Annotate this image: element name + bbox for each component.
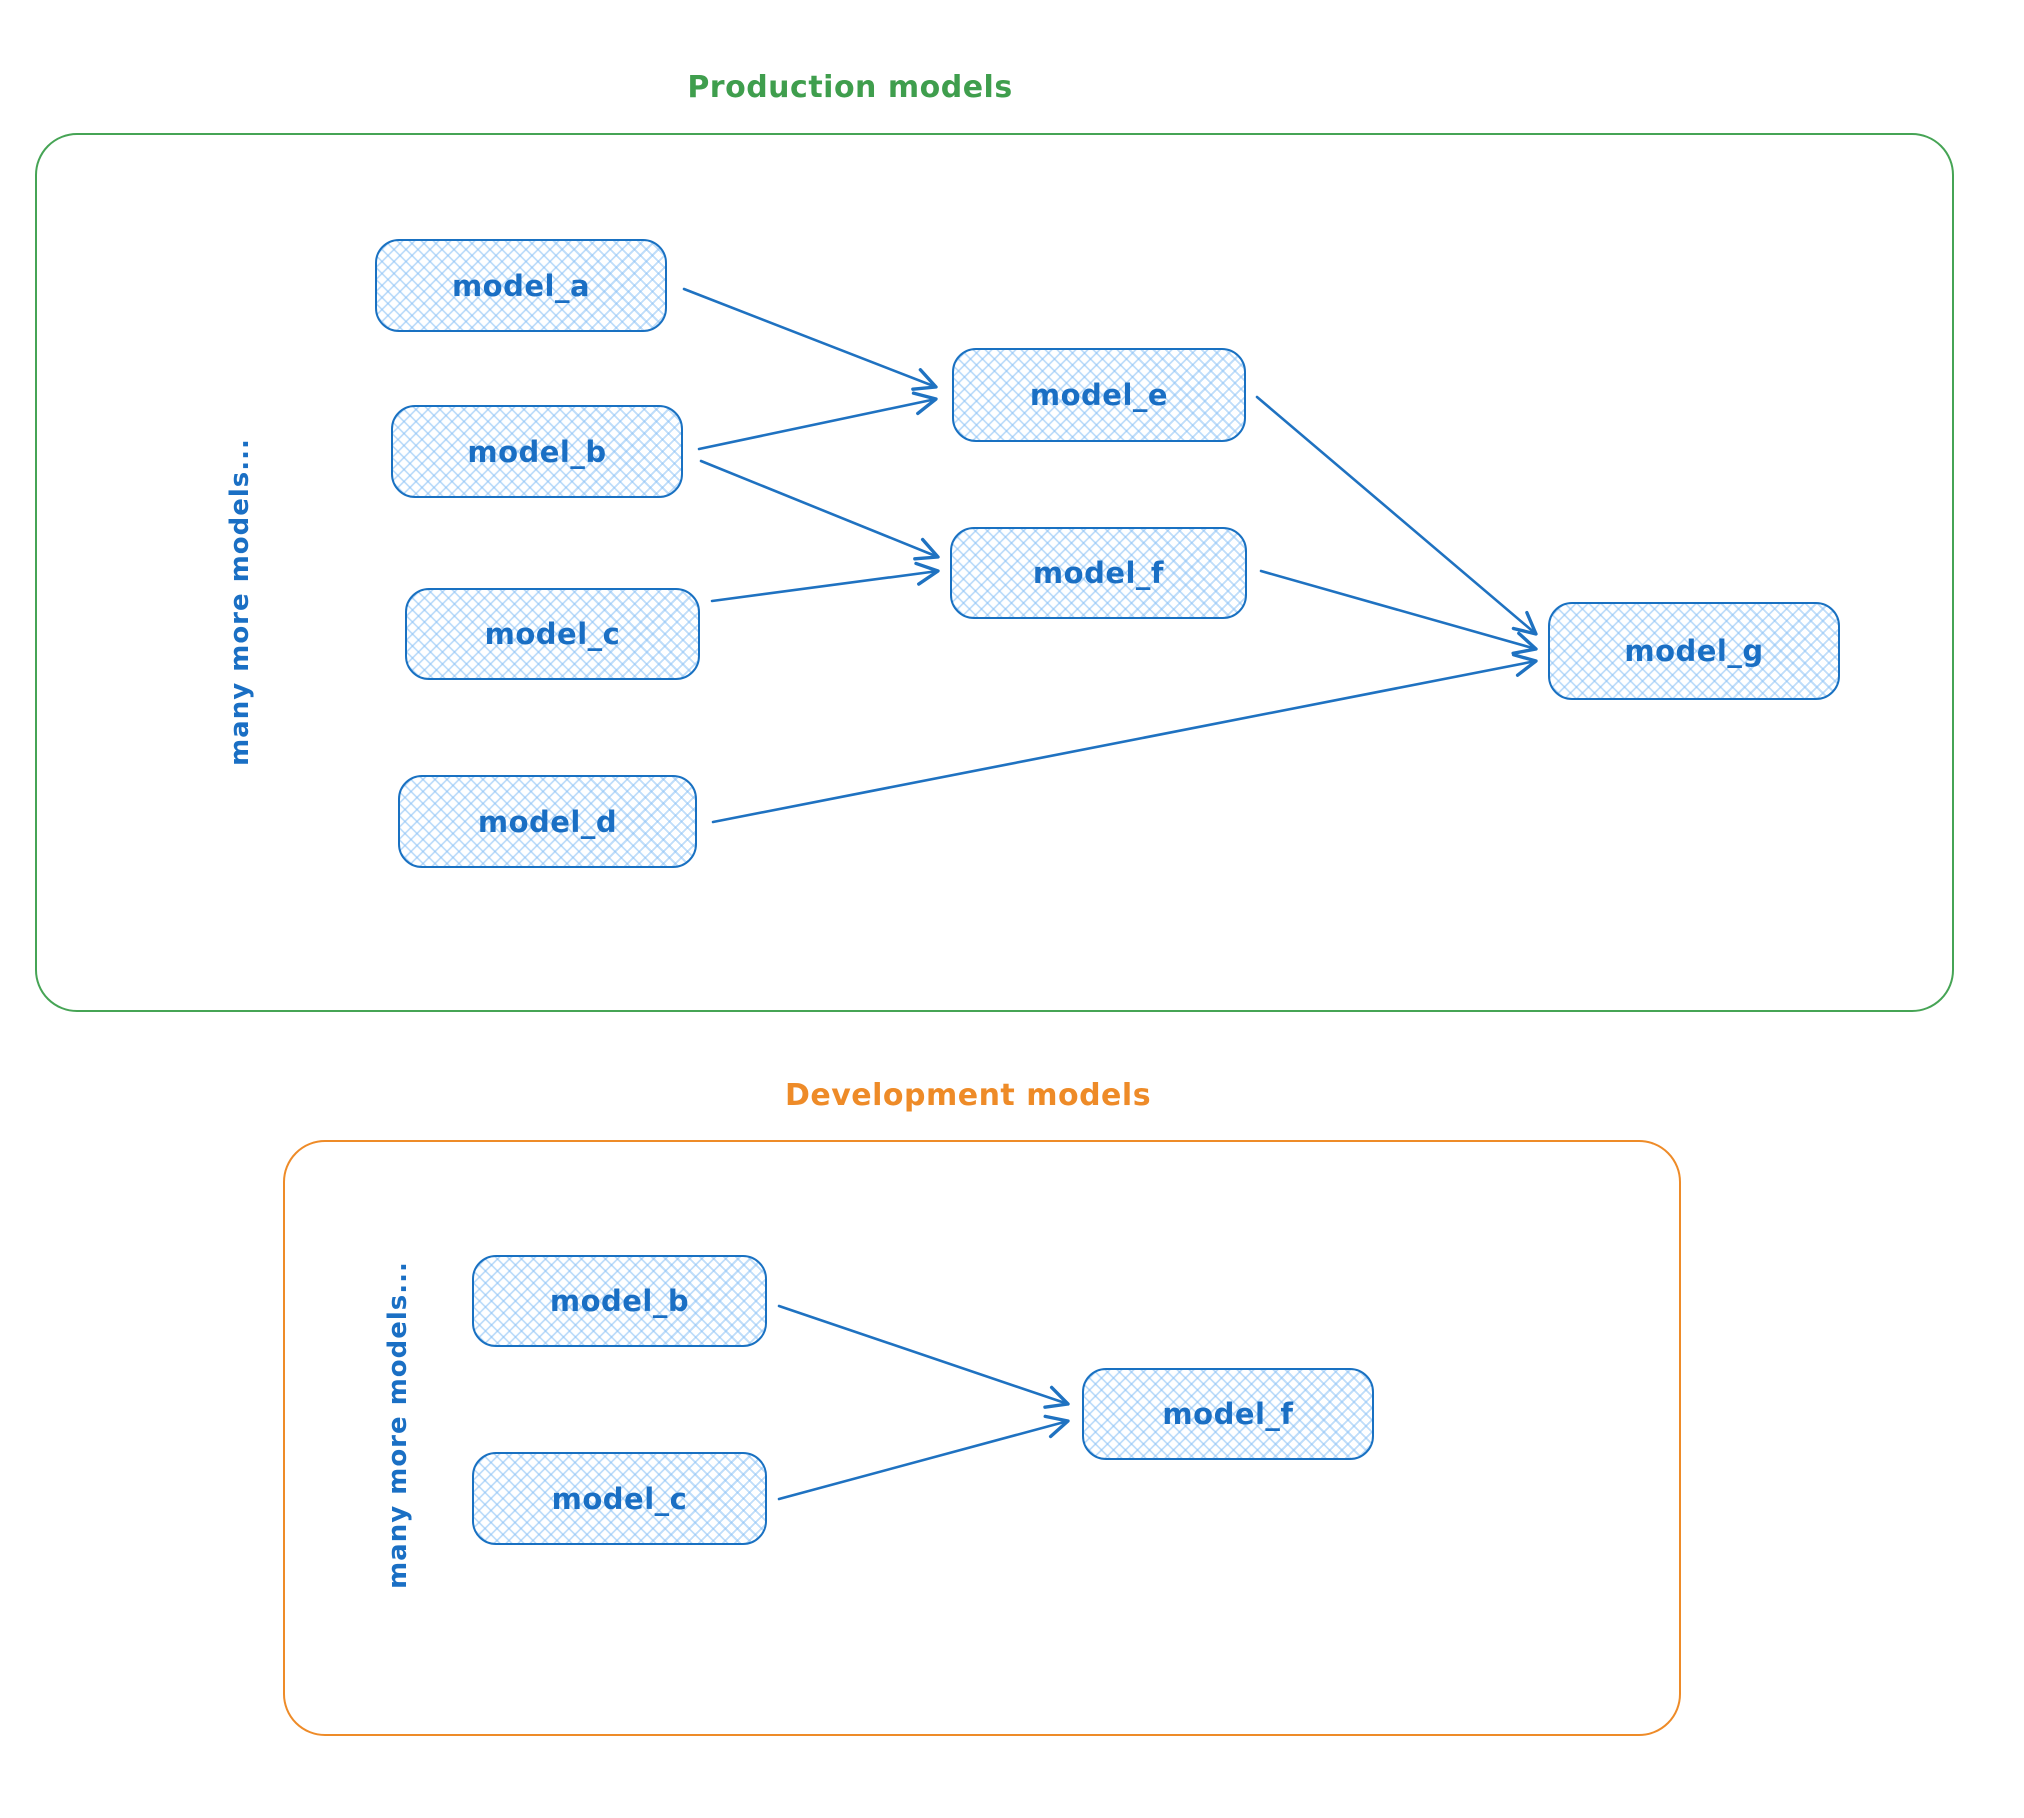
node-production-model-d: model_d	[398, 775, 697, 868]
node-label: model_c	[551, 1481, 688, 1516]
development-section-title: Development models	[784, 1078, 1152, 1113]
node-label: model_a	[451, 268, 591, 303]
node-development-model-c: model_c	[472, 1452, 767, 1545]
development-container	[283, 1140, 1681, 1736]
production-container	[35, 133, 1954, 1012]
node-production-model-c: model_c	[405, 588, 700, 680]
node-label: model_b	[549, 1284, 690, 1318]
node-label: model_b	[467, 434, 607, 469]
node-label: model_e	[1029, 378, 1169, 412]
node-label: model_f	[1162, 1397, 1294, 1431]
node-label: model_f	[1032, 556, 1165, 590]
production-section-title: Production models	[687, 70, 1013, 105]
node-production-model-a: model_a	[375, 239, 667, 332]
node-production-model-g: model_g	[1548, 602, 1840, 700]
node-production-model-e: model_e	[952, 348, 1246, 442]
node-label: model_d	[477, 804, 618, 839]
node-production-model-b: model_b	[391, 405, 683, 498]
node-development-model-f: model_f	[1082, 1368, 1374, 1460]
node-label: model_g	[1624, 634, 1764, 668]
node-development-model-b: model_b	[472, 1255, 767, 1347]
node-production-model-f: model_f	[950, 527, 1247, 619]
development-side-label: many more models...	[383, 1261, 413, 1589]
production-side-label: many more models...	[225, 438, 255, 766]
node-label: model_c	[484, 617, 621, 651]
